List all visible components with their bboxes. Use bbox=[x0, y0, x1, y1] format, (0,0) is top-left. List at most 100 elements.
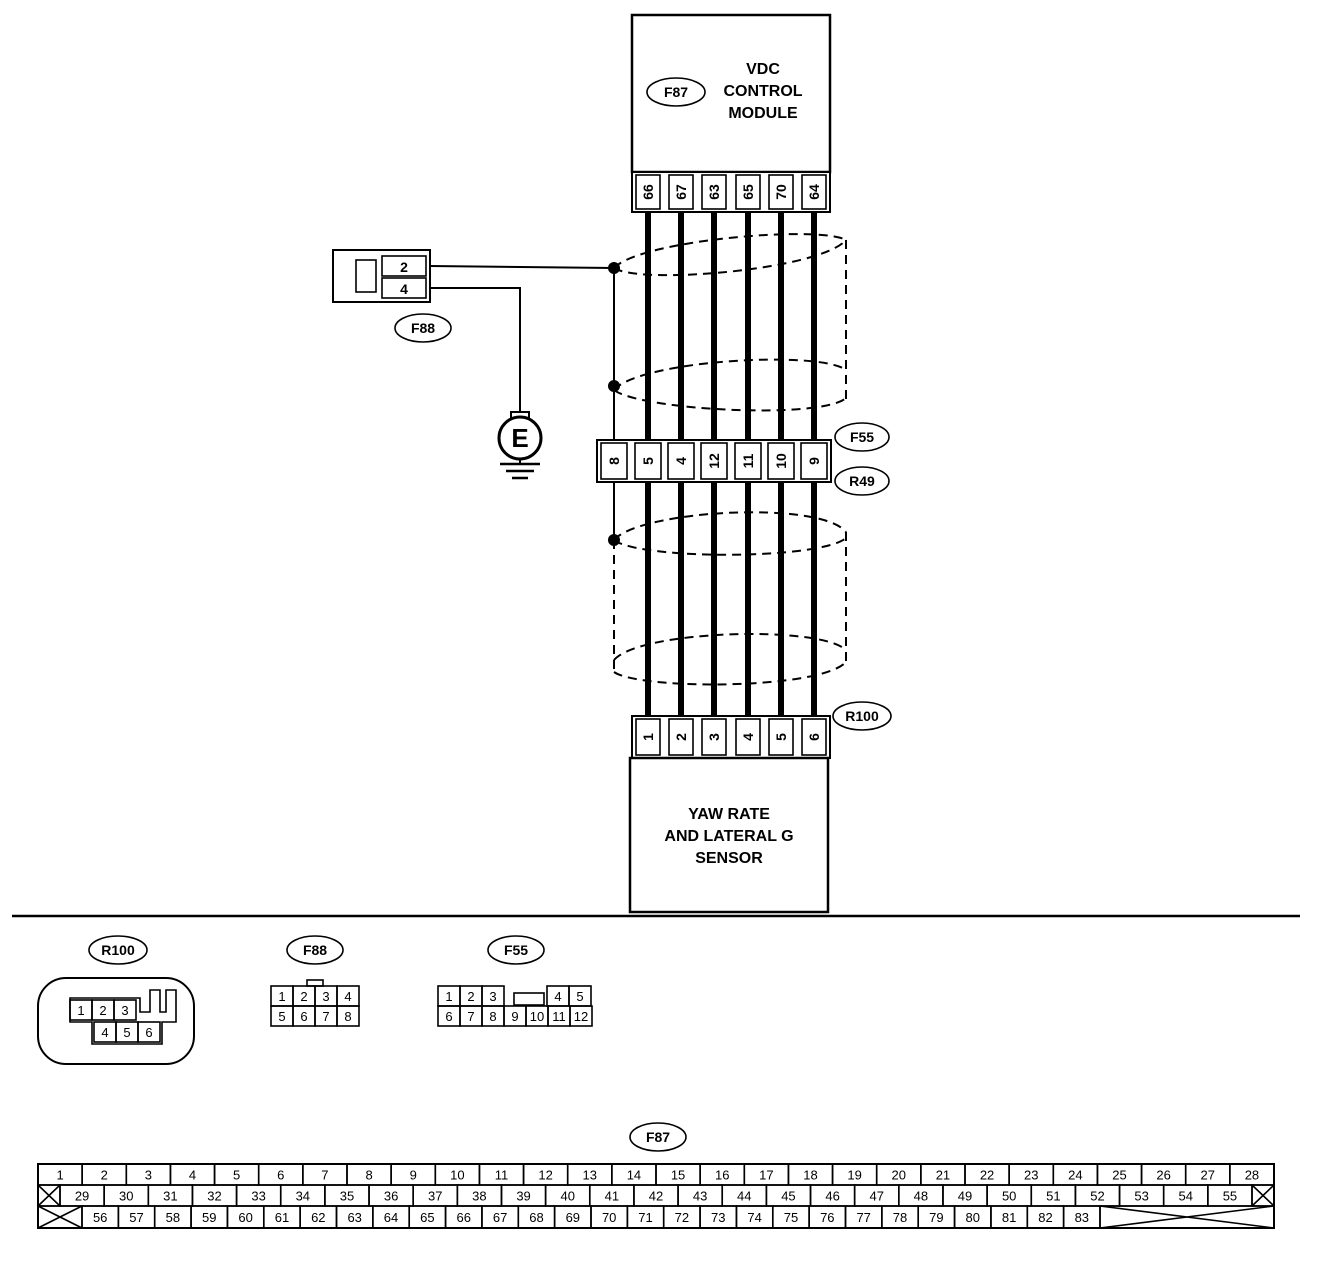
f87-blank-cross bbox=[37, 1184, 61, 1207]
f87-view-pin-17: 17 bbox=[759, 1168, 773, 1183]
vdc-pin-63: 63 bbox=[706, 184, 722, 200]
junction-top-label: F55 bbox=[850, 429, 874, 445]
f87-blank-cross bbox=[1099, 1205, 1275, 1229]
f87-view-pin-24: 24 bbox=[1068, 1168, 1082, 1183]
f88-view-pin-6: 6 bbox=[300, 1009, 307, 1024]
f87-blank-cell bbox=[1099, 1205, 1275, 1229]
f87-view-pin-21: 21 bbox=[936, 1168, 950, 1183]
vdc-pin-cell bbox=[801, 174, 827, 210]
f88-ground-connector: 2 4 F88 bbox=[332, 249, 452, 343]
f87-view-pin-70: 70 bbox=[602, 1210, 616, 1225]
f87-view-pin-74: 74 bbox=[747, 1210, 761, 1225]
junction-pin-8: 8 bbox=[606, 457, 622, 465]
r100-view-pin-5: 5 bbox=[123, 1025, 130, 1040]
vdc-pin-67: 67 bbox=[673, 184, 689, 200]
sensor-pin-5: 5 bbox=[773, 733, 789, 741]
f87-view-pin-77: 77 bbox=[856, 1210, 870, 1225]
vdc-pin-70: 70 bbox=[773, 184, 789, 200]
f87-view-pin-10: 10 bbox=[450, 1168, 464, 1183]
f87-view-pin-32: 32 bbox=[207, 1189, 221, 1204]
f87-view-label: F87 bbox=[646, 1129, 670, 1145]
f55-view-pin-12: 12 bbox=[574, 1009, 588, 1024]
vdc-pin-64: 64 bbox=[806, 184, 822, 200]
vdc-name-line-1: VDC bbox=[746, 61, 780, 78]
f87-view-pin-30: 30 bbox=[119, 1189, 133, 1204]
f88-view-pin-4: 4 bbox=[344, 989, 351, 1004]
f87-view-pin-33: 33 bbox=[251, 1189, 265, 1204]
f87-view-pin-54: 54 bbox=[1179, 1189, 1193, 1204]
f87-view-pin-28: 28 bbox=[1245, 1168, 1259, 1183]
f87-view-pin-57: 57 bbox=[129, 1210, 143, 1225]
f87-view-pin-19: 19 bbox=[847, 1168, 861, 1183]
vdc-pin-cell bbox=[735, 174, 761, 210]
shield-junction-dot-3 bbox=[608, 534, 620, 546]
f55-view-pin-6: 6 bbox=[445, 1009, 452, 1024]
junction-pin-4: 4 bbox=[673, 457, 689, 465]
f88-view-pin-1: 1 bbox=[278, 989, 285, 1004]
f55-view-pin-5: 5 bbox=[576, 989, 583, 1004]
f87-view-pin-27: 27 bbox=[1201, 1168, 1215, 1183]
sensor-name-line-2: AND LATERAL G bbox=[664, 828, 793, 845]
sensor-pin-2: 2 bbox=[673, 733, 689, 741]
f87-view-pin-12: 12 bbox=[538, 1168, 552, 1183]
shield-lower bbox=[613, 511, 847, 686]
f87-view-pin-75: 75 bbox=[784, 1210, 798, 1225]
f87-blank-cross bbox=[37, 1205, 83, 1229]
f87-view-pin-82: 82 bbox=[1038, 1210, 1052, 1225]
f87-blank-cross bbox=[1251, 1184, 1275, 1207]
f87-view-pin-52: 52 bbox=[1090, 1189, 1104, 1204]
junction-pin-cell bbox=[600, 442, 628, 480]
f55-view-pin-8: 8 bbox=[489, 1009, 496, 1024]
f87-view-pin-81: 81 bbox=[1002, 1210, 1016, 1225]
f87-view-pin-34: 34 bbox=[296, 1189, 310, 1204]
f88-connector-label: F88 bbox=[411, 320, 435, 336]
sensor-pin-1: 1 bbox=[640, 733, 656, 741]
f87-view-pin-26: 26 bbox=[1156, 1168, 1170, 1183]
f87-view-pin-71: 71 bbox=[638, 1210, 652, 1225]
f87-view-pin-50: 50 bbox=[1002, 1189, 1016, 1204]
f55-view-pin-4: 4 bbox=[554, 989, 561, 1004]
junction-pin-cell bbox=[667, 442, 695, 480]
f87-view-pin-64: 64 bbox=[384, 1210, 398, 1225]
sensor-pin-6: 6 bbox=[806, 733, 822, 741]
f87-view-pin-49: 49 bbox=[958, 1189, 972, 1204]
f87-view-pin-41: 41 bbox=[605, 1189, 619, 1204]
f87-view-pin-29: 29 bbox=[75, 1189, 89, 1204]
f87-view-pin-25: 25 bbox=[1112, 1168, 1126, 1183]
f87-view-pin-80: 80 bbox=[966, 1210, 980, 1225]
f87-view-pin-15: 15 bbox=[671, 1168, 685, 1183]
f87-view-pin-48: 48 bbox=[914, 1189, 928, 1204]
f88-view-pin-5: 5 bbox=[278, 1009, 285, 1024]
f87-view-pin-66: 66 bbox=[457, 1210, 471, 1225]
f88-pin-2: 2 bbox=[400, 259, 408, 275]
f87-view-pin-16: 16 bbox=[715, 1168, 729, 1183]
sensor-pin-cell bbox=[801, 718, 827, 756]
sensor-pin-cell bbox=[635, 718, 661, 756]
f55-view-pin-1: 1 bbox=[445, 989, 452, 1004]
r100-view-pin-3: 3 bbox=[121, 1003, 128, 1018]
f87-view-pin-18: 18 bbox=[803, 1168, 817, 1183]
r100-view-cell bbox=[113, 999, 137, 1021]
f87-view-pin-55: 55 bbox=[1223, 1189, 1237, 1204]
vdc-pin-cell bbox=[635, 174, 661, 210]
f87-view-pin-73: 73 bbox=[711, 1210, 725, 1225]
f55-view-pin-10: 10 bbox=[530, 1009, 544, 1024]
junction-pin-cell bbox=[767, 442, 795, 480]
f87-view-pin-42: 42 bbox=[649, 1189, 663, 1204]
r100-view-label: R100 bbox=[101, 942, 135, 958]
f87-view-pin-39: 39 bbox=[516, 1189, 530, 1204]
f88-view-cell bbox=[336, 1005, 360, 1027]
f87-view-pin-56: 56 bbox=[93, 1210, 107, 1225]
sensor-pin-cell bbox=[768, 718, 794, 756]
f87-view-pin-36: 36 bbox=[384, 1189, 398, 1204]
junction-pin-11: 11 bbox=[740, 453, 756, 468]
wire-f88-pin4-ground bbox=[430, 287, 521, 412]
sensor-pin-3: 3 bbox=[706, 733, 722, 741]
f87-view-pin-51: 51 bbox=[1046, 1189, 1060, 1204]
junction-pin-12: 12 bbox=[706, 453, 722, 469]
r100-view-pin-4: 4 bbox=[101, 1025, 108, 1040]
